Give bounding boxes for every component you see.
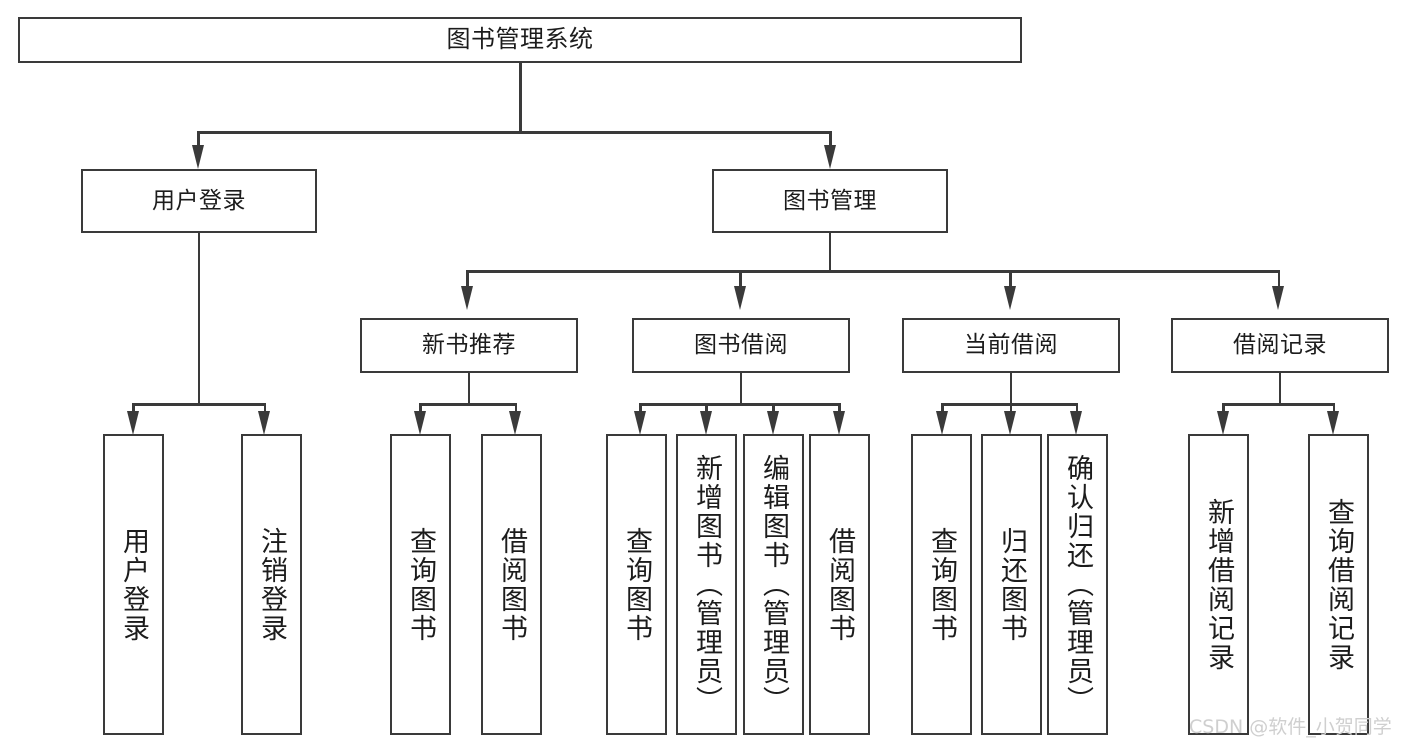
leaf-query-book-2[interactable]: 查询图书 bbox=[606, 434, 667, 735]
connector-bb-drop-2 bbox=[705, 403, 708, 411]
leaf-borrow-book-1[interactable]: 借阅图书 bbox=[481, 434, 542, 735]
leaf-borrow-book-1-label: 借阅图书 bbox=[496, 526, 527, 643]
leaf-return-book-label: 归还图书 bbox=[996, 526, 1027, 643]
arrow-to-current-borrow bbox=[1003, 286, 1016, 310]
arrow-to-leaf-query-borrow-record bbox=[1327, 411, 1340, 435]
arrow-to-user-login bbox=[191, 145, 204, 169]
connector-bm-drop-2 bbox=[739, 270, 742, 286]
leaf-borrow-book-2[interactable]: 借阅图书 bbox=[809, 434, 870, 735]
leaf-add-borrow-record[interactable]: 新增借阅记录 bbox=[1188, 434, 1249, 735]
arrow-to-new-book-recommend bbox=[460, 286, 473, 310]
leaf-query-borrow-record[interactable]: 查询借阅记录 bbox=[1308, 434, 1369, 735]
node-book-management-label: 图书管理 bbox=[783, 187, 877, 214]
leaf-query-book-1[interactable]: 查询图书 bbox=[390, 434, 451, 735]
leaf-query-book-3[interactable]: 查询图书 bbox=[911, 434, 972, 735]
leaf-return-book[interactable]: 归还图书 bbox=[981, 434, 1042, 735]
connector-user-login-stem bbox=[197, 233, 200, 405]
connector-bm-drop-3 bbox=[1009, 270, 1012, 286]
node-current-borrow-label: 当前借阅 bbox=[964, 332, 1058, 359]
arrow-to-leaf-query-book-1 bbox=[413, 411, 426, 435]
node-user-login-label: 用户登录 bbox=[152, 187, 246, 214]
arrow-to-leaf-query-book-3 bbox=[935, 411, 948, 435]
leaf-logout-label: 注销登录 bbox=[256, 526, 287, 643]
leaf-query-book-2-label: 查询图书 bbox=[621, 526, 652, 643]
watermark: CSDN @软件_小贺同学 bbox=[1189, 716, 1392, 738]
connector-bb-drop-3 bbox=[772, 403, 775, 411]
arrow-to-book-borrow bbox=[733, 286, 746, 310]
connector-bb-drop-4 bbox=[838, 403, 841, 411]
connector-user-login-bus bbox=[132, 403, 266, 406]
node-new-book-recommend-label: 新书推荐 bbox=[422, 332, 516, 359]
connector-cb-stem bbox=[1009, 373, 1013, 405]
connector-cb-drop-1 bbox=[941, 403, 944, 411]
leaf-add-book[interactable]: 新增图书（管理员） bbox=[676, 434, 737, 735]
connector-book-management-stem bbox=[828, 233, 831, 272]
arrow-to-leaf-borrow-book-2 bbox=[832, 411, 845, 435]
leaf-confirm-return[interactable]: 确认归还（管理员） bbox=[1047, 434, 1108, 735]
arrow-to-leaf-return-book bbox=[1004, 411, 1017, 435]
node-book-borrow-label: 图书借阅 bbox=[694, 332, 788, 359]
leaf-edit-book-label: 编辑图书（管理员） bbox=[758, 454, 789, 715]
connector-cb-bus bbox=[941, 403, 1078, 406]
arrow-to-leaf-user-login bbox=[126, 411, 139, 435]
node-user-login[interactable]: 用户登录 bbox=[81, 169, 317, 233]
connector-br-drop-1 bbox=[1222, 403, 1225, 411]
node-new-book-recommend[interactable]: 新书推荐 bbox=[360, 318, 578, 373]
node-borrow-record[interactable]: 借阅记录 bbox=[1171, 318, 1389, 373]
connector-bb-stem bbox=[739, 373, 743, 405]
leaf-query-book-3-label: 查询图书 bbox=[926, 526, 957, 643]
connector-root-stem bbox=[519, 63, 522, 133]
connector-book-management-bus bbox=[466, 270, 1280, 273]
connector-root-drop-2 bbox=[829, 131, 832, 145]
connector-cb-drop-2 bbox=[1009, 403, 1013, 411]
connector-bb-bus bbox=[639, 403, 840, 406]
node-borrow-record-label: 借阅记录 bbox=[1233, 332, 1327, 359]
connector-br-bus bbox=[1222, 403, 1335, 406]
arrow-to-leaf-confirm-return bbox=[1070, 411, 1083, 435]
connector-br-drop-2 bbox=[1332, 403, 1335, 411]
connector-cb-drop-3 bbox=[1075, 403, 1078, 411]
leaf-add-book-label: 新增图书（管理员） bbox=[691, 454, 722, 715]
connector-br-stem bbox=[1278, 373, 1282, 405]
arrow-to-borrow-record bbox=[1272, 286, 1285, 310]
arrow-to-book-management bbox=[823, 145, 836, 169]
connector-user-login-drop-1 bbox=[132, 403, 135, 411]
connector-bm-drop-4 bbox=[1277, 270, 1280, 286]
connector-root-drop-1 bbox=[197, 131, 200, 145]
arrow-to-leaf-add-book bbox=[699, 411, 712, 435]
node-current-borrow[interactable]: 当前借阅 bbox=[902, 318, 1120, 373]
connector-nbr-bus bbox=[419, 403, 517, 406]
node-root[interactable]: 图书管理系统 bbox=[18, 17, 1022, 63]
leaf-user-login-label: 用户登录 bbox=[118, 526, 149, 643]
arrow-to-leaf-borrow-book-1 bbox=[509, 411, 522, 435]
arrow-to-leaf-query-book-2 bbox=[633, 411, 646, 435]
connector-nbr-drop-1 bbox=[419, 403, 422, 411]
leaf-query-book-1-label: 查询图书 bbox=[405, 526, 436, 643]
arrow-to-leaf-logout bbox=[258, 411, 271, 435]
connector-user-login-drop-2 bbox=[263, 403, 266, 411]
node-root-label: 图书管理系统 bbox=[446, 25, 594, 54]
leaf-confirm-return-label: 确认归还（管理员） bbox=[1062, 454, 1093, 715]
node-book-borrow[interactable]: 图书借阅 bbox=[632, 318, 850, 373]
connector-nbr-drop-2 bbox=[514, 403, 517, 411]
leaf-add-borrow-record-label: 新增借阅记录 bbox=[1203, 497, 1234, 672]
connector-bb-drop-1 bbox=[639, 403, 642, 411]
arrow-to-leaf-edit-book bbox=[766, 411, 779, 435]
leaf-borrow-book-2-label: 借阅图书 bbox=[824, 526, 855, 643]
connector-bm-drop-1 bbox=[466, 270, 469, 286]
leaf-edit-book[interactable]: 编辑图书（管理员） bbox=[743, 434, 804, 735]
arrow-to-leaf-add-borrow-record bbox=[1216, 411, 1229, 435]
leaf-user-login[interactable]: 用户登录 bbox=[103, 434, 164, 735]
leaf-logout[interactable]: 注销登录 bbox=[241, 434, 302, 735]
node-book-management[interactable]: 图书管理 bbox=[712, 169, 948, 233]
leaf-query-borrow-record-label: 查询借阅记录 bbox=[1323, 497, 1354, 672]
connector-nbr-stem bbox=[467, 373, 471, 405]
connector-root-bus bbox=[197, 131, 831, 134]
